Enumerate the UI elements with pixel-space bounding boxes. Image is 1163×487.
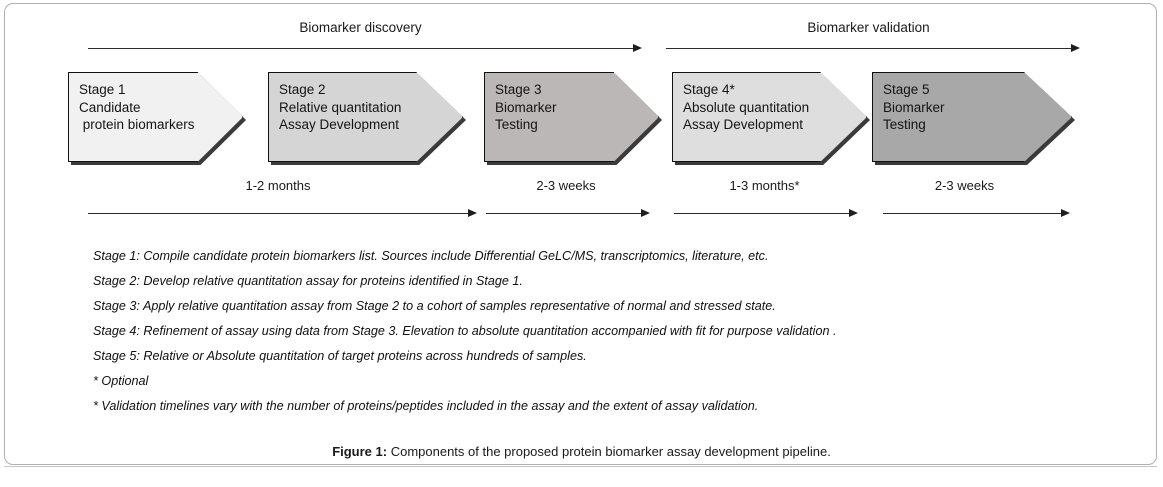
duration-arrow-line-1 [88,213,468,214]
note-line: Stage 4: Refinement of assay using data … [93,324,837,338]
stage-line-2-2: Relative quantitation [279,99,402,115]
phase-arrow-line-validation [666,48,1071,49]
duration-arrow-head-2 [641,209,650,217]
duration-arrow-head-4 [1061,209,1070,217]
caption-divider [4,466,1157,467]
stage-label-1: Stage 1 Candidate protein biomarkers [79,81,195,134]
note-line: Stage 2: Develop relative quantitation a… [93,274,523,288]
duration-label-1: 1-2 months [245,178,311,193]
duration-label-4: 2-3 weeks [934,178,995,193]
stage-line-5-2: Biomarker [883,99,945,115]
figure-caption-label: Figure 1: [332,444,388,459]
stage-line-1-3: protein biomarkers [79,117,195,132]
stage-line-3-1: Stage 3 [495,82,542,97]
stage-line-1-1: Stage 1 [79,82,126,97]
phase-arrow-line-discovery [88,48,633,49]
stage-line-2-3: Assay Development [279,117,400,132]
phase-label-validation: Biomarker validation [807,20,930,35]
note-line: Stage 5: Relative or Absolute quantitati… [93,349,587,363]
note-line: Stage 3: Apply relative quantitation ass… [93,299,776,313]
stage-line-3-3: Testing [495,117,538,132]
stage-line-4-1: Stage 4* [683,82,735,97]
note-line: Stage 1: Compile candidate protein bioma… [93,249,769,263]
duration-arrow-line-4 [883,213,1061,214]
note-line: * Optional [93,374,149,388]
duration-arrow-head-1 [468,209,477,217]
duration-arrow-line-3 [674,213,849,214]
stage-line-5-3: Testing [883,117,926,132]
chevron-body [268,72,463,162]
duration-arrow-head-3 [849,209,858,217]
chevron-body [672,72,867,162]
figure-caption: Figure 1: Components of the proposed pro… [0,444,1163,459]
duration-arrow-line-2 [486,213,641,214]
stage-line-2-1: Stage 2 [279,82,326,97]
note-line: * Validation timelines vary with the num… [93,399,759,413]
stage-line-5-1: Stage 5 [883,82,930,97]
duration-label-2: 2-3 weeks [536,178,596,193]
figure-caption-text: Components of the proposed protein bioma… [387,444,831,459]
phase-arrow-head-discovery [633,44,642,52]
stage-line-4-2: Absolute quantitation [683,99,810,115]
stage-line-3-2: Biomarker [495,99,557,115]
stage-line-1-2: Candidate [79,99,141,115]
chevron-body [872,72,1072,162]
phase-label-discovery: Biomarker discovery [299,20,422,35]
stage-chevron-1[interactable]: Stage 1 Candidate protein biomarkers [68,72,246,165]
phase-arrow-head-validation [1071,44,1080,52]
duration-label-3: 1-3 months* [729,178,800,193]
stage-line-4-3: Assay Development [683,117,804,132]
